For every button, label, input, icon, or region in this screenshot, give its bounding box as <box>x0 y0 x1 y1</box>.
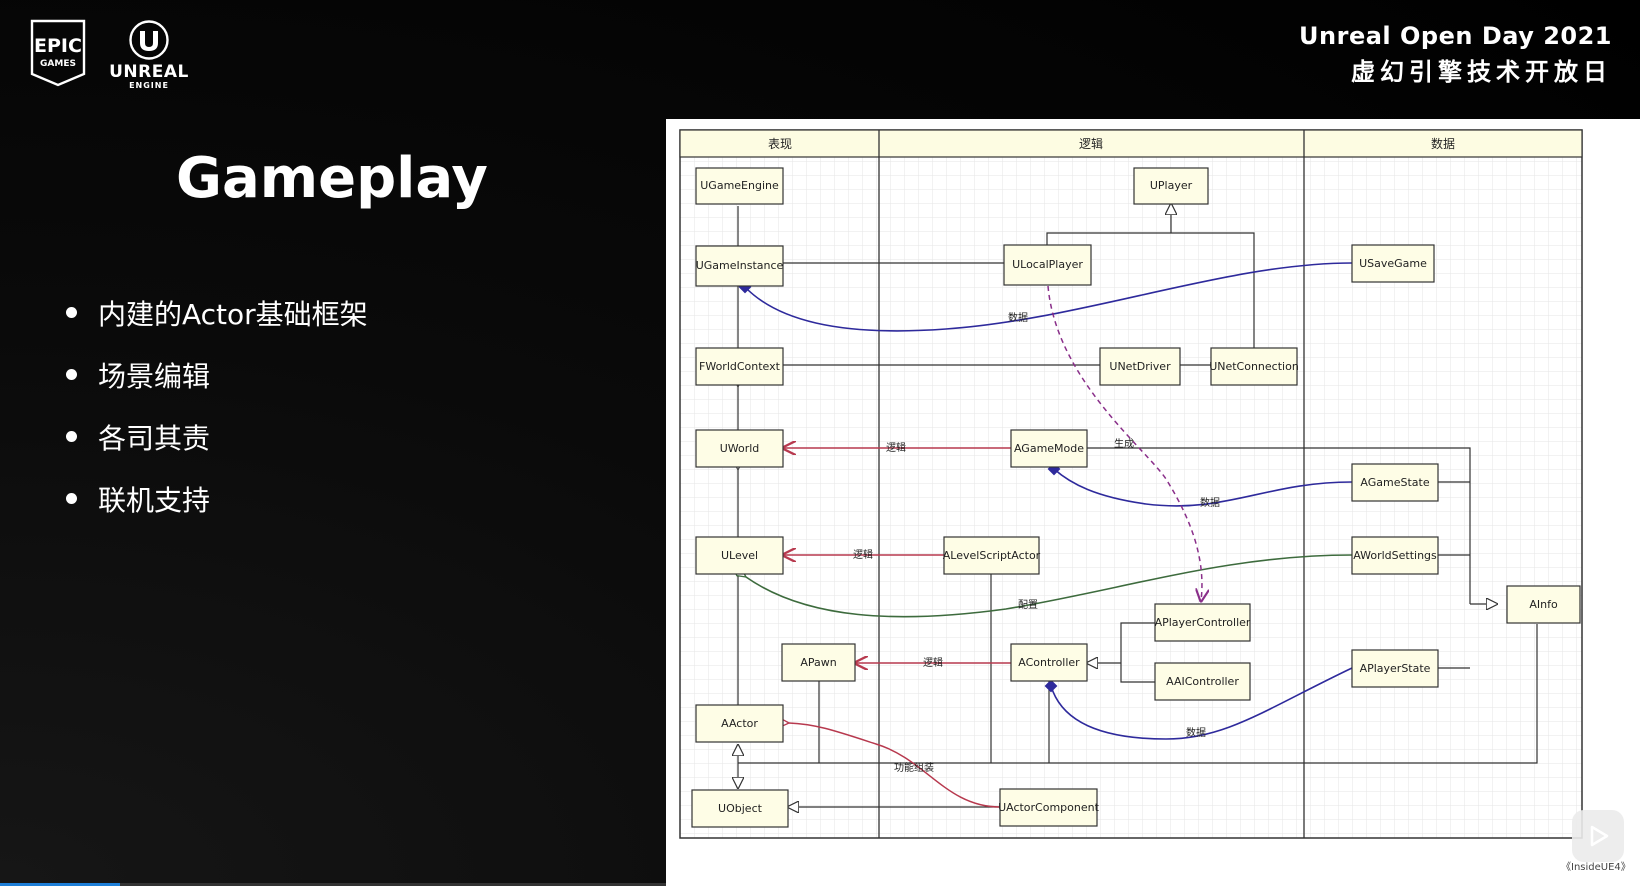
config-curve-worldsettings <box>746 554 1353 618</box>
class-aactor: AActor <box>695 704 784 743</box>
svg-text:UWorld: UWorld <box>720 442 760 455</box>
class-aplayerstate: APlayerState <box>1351 649 1439 688</box>
connector-controller-hierarchy <box>1120 622 1155 683</box>
svg-text:AController: AController <box>1018 656 1080 669</box>
epic-logo-text: EPIC <box>34 35 82 57</box>
bullet-item: 联机支持 <box>62 479 368 541</box>
data-curve-playerstate <box>1044 667 1353 740</box>
class-agamemode: AGameMode <box>1010 429 1088 468</box>
unreal-u-icon <box>129 20 169 60</box>
svg-text:AGameState: AGameState <box>1360 476 1429 489</box>
diagram-frame <box>679 129 1583 839</box>
svg-text:UNetConnection: UNetConnection <box>1209 360 1299 373</box>
svg-text:AActor: AActor <box>721 717 758 730</box>
class-agamestate: AGameState <box>1351 463 1439 502</box>
bullet-item: 内建的Actor基础框架 <box>62 293 368 355</box>
svg-text:APlayerController: APlayerController <box>1155 616 1251 629</box>
svg-text:USaveGame: USaveGame <box>1359 257 1427 270</box>
class-uactorcomponent: UActorComponent <box>998 788 1100 827</box>
play-icon <box>1590 825 1609 847</box>
svg-text:UActorComponent: UActorComponent <box>998 801 1100 814</box>
svg-text:AGameMode: AGameMode <box>1014 442 1084 455</box>
class-ulevel: ULevel <box>695 536 784 575</box>
relation-label-data: 数据 <box>1186 726 1206 739</box>
class-ulocalplayer: ULocalPlayer <box>1003 244 1092 286</box>
svg-text:ALevelScriptActor: ALevelScriptActor <box>943 549 1041 562</box>
svg-text:UObject: UObject <box>718 802 763 815</box>
slide-title: Gameplay <box>176 146 488 211</box>
svg-text:UGameEngine: UGameEngine <box>700 179 779 192</box>
engine-logo-text: ENGINE <box>129 81 169 90</box>
class-aworldsettings: AWorldSettings <box>1351 536 1439 575</box>
relation-label-data: 数据 <box>1008 311 1028 324</box>
bullet-item: 场景编辑 <box>62 355 368 417</box>
class-aaicontroller: AAIController <box>1154 662 1251 701</box>
svg-text:AInfo: AInfo <box>1529 598 1558 611</box>
class-ugameinstance: UGameInstance <box>695 245 784 287</box>
svg-text:UNetDriver: UNetDriver <box>1109 360 1171 373</box>
class-uworld: UWorld <box>695 429 784 468</box>
column-header-logic: 逻辑 <box>1079 137 1103 151</box>
connector-player-hierarchy <box>1046 232 1255 348</box>
unreal-engine-logo: UNREAL ENGINE <box>104 20 194 90</box>
column-header-presentation: 表现 <box>768 137 792 151</box>
svg-text:ULevel: ULevel <box>721 549 758 562</box>
class-acontroller: AController <box>1010 643 1088 682</box>
class-diagram: 表现 逻辑 数据 数据 逻辑 生成 <box>679 129 1583 839</box>
play-button[interactable] <box>1572 810 1624 862</box>
class-fworldcontext: FWorldContext <box>695 347 784 386</box>
svg-text:APawn: APawn <box>800 656 836 669</box>
column-header-bar <box>679 129 1583 158</box>
connector-actor-baseline <box>738 624 1538 764</box>
class-ainfo: AInfo <box>1506 585 1581 624</box>
class-usavegame: USaveGame <box>1351 244 1435 283</box>
event-title-en: Unreal Open Day 2021 <box>1299 22 1612 50</box>
relation-label-logic: 逻辑 <box>923 656 943 669</box>
watermark-text: 《InsideUE4》 <box>1561 862 1631 873</box>
video-progress-bar[interactable] <box>0 883 666 886</box>
svg-text:APlayerState: APlayerState <box>1360 662 1431 675</box>
epic-logo-subtext: GAMES <box>40 59 76 69</box>
class-uobject: UObject <box>691 789 789 828</box>
relation-label-data: 数据 <box>1200 496 1220 509</box>
relation-label-logic: 逻辑 <box>853 548 873 561</box>
data-curve-gamestate <box>1047 462 1353 507</box>
video-progress-fill <box>0 883 120 886</box>
unreal-logo-text: UNREAL <box>109 62 189 82</box>
svg-text:FWorldContext: FWorldContext <box>699 360 781 373</box>
class-unetdriver: UNetDriver <box>1099 347 1181 386</box>
spawn-curve <box>1047 285 1202 601</box>
svg-text:AWorldSettings: AWorldSettings <box>1353 549 1437 562</box>
relation-label-component: 功能组装 <box>894 761 934 774</box>
connector-ainfo-hierarchy <box>1087 447 1471 604</box>
svg-text:UGameInstance: UGameInstance <box>696 259 784 272</box>
event-title-block: Unreal Open Day 2021 虚幻引擎技术开放日 <box>1299 22 1612 87</box>
relation-label-logic: 逻辑 <box>886 441 906 454</box>
epic-games-logo: EPIC GAMES <box>30 19 86 87</box>
component-curve <box>789 723 1001 808</box>
relation-label-spawn: 生成 <box>1114 437 1134 450</box>
svg-text:ULocalPlayer: ULocalPlayer <box>1012 258 1083 271</box>
class-alevelscriptactor: ALevelScriptActor <box>943 536 1041 575</box>
data-curve-savegame <box>738 262 1353 332</box>
column-header-data: 数据 <box>1431 136 1455 151</box>
class-aplayercontroller: APlayerController <box>1154 603 1251 642</box>
class-ugameengine: UGameEngine <box>695 167 784 205</box>
bullet-list: 内建的Actor基础框架 场景编辑 各司其责 联机支持 <box>62 293 368 541</box>
class-unetconnection: UNetConnection <box>1209 347 1299 386</box>
bullet-item: 各司其责 <box>62 417 368 479</box>
class-apawn: APawn <box>781 643 856 682</box>
relation-label-config: 配置 <box>1018 599 1038 611</box>
svg-text:UPlayer: UPlayer <box>1150 179 1193 192</box>
event-title-cn: 虚幻引擎技术开放日 <box>1351 58 1612 86</box>
diagram-panel: 表现 逻辑 数据 数据 逻辑 生成 <box>666 119 1640 886</box>
class-uplayer: UPlayer <box>1133 167 1209 205</box>
svg-text:AAIController: AAIController <box>1166 675 1239 688</box>
